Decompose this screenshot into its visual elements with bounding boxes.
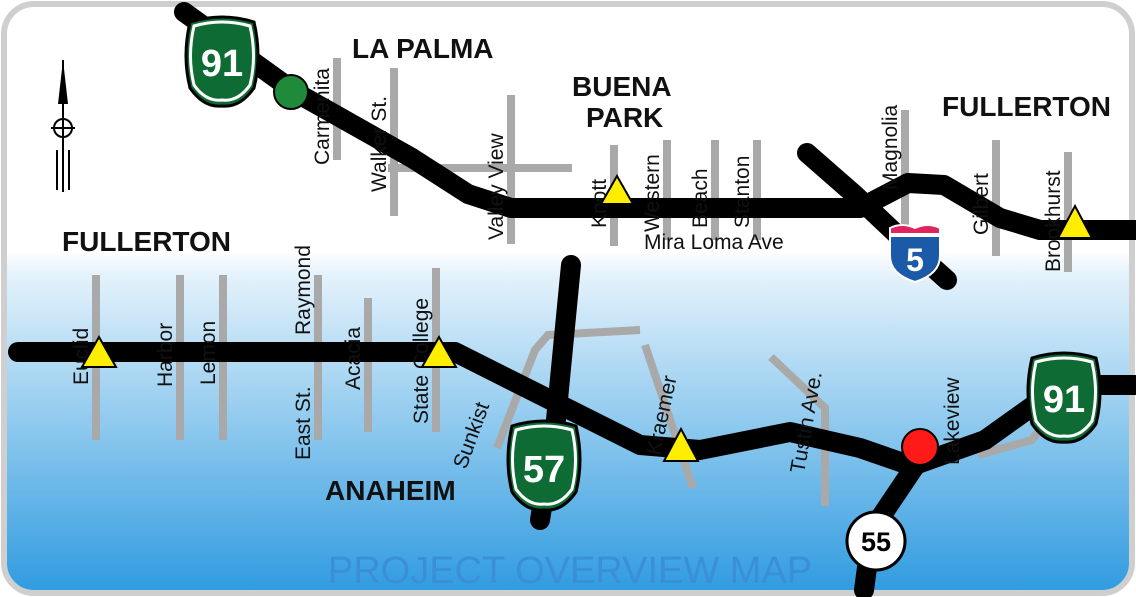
label-raymond: Raymond (292, 245, 315, 335)
i5-number: 5 (906, 242, 924, 278)
label-east-st: East St. (292, 386, 315, 460)
label-knott: Knott (588, 179, 611, 228)
marker-brookhurst-triangle (1056, 203, 1094, 239)
label-gilbert: Gilbert (970, 173, 993, 235)
label-western: Western (641, 154, 664, 232)
marker-knott-triangle (599, 173, 635, 205)
city-anaheim: ANAHEIM (325, 475, 456, 506)
freeway-sr91-south (8, 342, 1136, 476)
sr91-shield-icon: 91 (184, 15, 260, 108)
marker-euclid-triangle (80, 334, 118, 368)
marker-state-college-triangle (420, 334, 458, 368)
label-mira-loma: Mira Loma Ave (644, 231, 784, 254)
street-line-kraemer (641, 343, 697, 490)
map-title: PROJECT OVERVIEW MAP (328, 550, 812, 592)
sr91-right-number: 91 (1043, 379, 1085, 421)
sr91-top-number: 91 (201, 43, 243, 85)
label-carmenita: Carmenita (311, 68, 334, 165)
city-fullerton-top: FULLERTON (942, 91, 1111, 122)
project-markers (80, 74, 1094, 466)
city-buena-park-line1: BUENA (572, 71, 672, 102)
label-stanton: Stanton (731, 156, 754, 228)
label-acacia: Acacia (342, 327, 365, 390)
label-valley-view: Valley View (485, 133, 508, 240)
sr91-shield-icon: 91 (1026, 351, 1102, 444)
label-lemon: Lemon (197, 321, 220, 385)
sr57-shield-icon: 57 (506, 419, 582, 512)
north-arrow-icon (51, 60, 75, 192)
freeway-sr91-north (174, 2, 1136, 240)
street-line-sunkist (493, 326, 641, 450)
city-la-palma: LA PALMA (352, 33, 494, 64)
label-magnolia: Magnolia (879, 104, 902, 190)
label-lakeview: Lakeview (941, 377, 964, 465)
city-buena-park-line2: PARK (586, 102, 663, 133)
label-beach: Beach (689, 168, 712, 228)
street-line-tustin (768, 354, 829, 506)
label-walker: Walker St. (368, 96, 391, 192)
sr57-number: 57 (523, 449, 565, 491)
marker-lakeview-red-circle (901, 428, 939, 466)
sr55-shield-icon: 55 (845, 510, 907, 572)
sr55-number: 55 (861, 527, 891, 557)
label-state-college: State College (410, 298, 433, 424)
city-labels: LA PALMA BUENA PARK FULLERTON FULLERTON … (62, 33, 1111, 506)
city-fullerton-left: FULLERTON (62, 226, 231, 257)
label-brookhurst: Brookhurst (1042, 170, 1065, 272)
label-harbor: Harbor (154, 323, 177, 387)
marker-kraemer-triangle (662, 426, 700, 462)
marker-carmenita-green-circle (273, 74, 309, 110)
label-euclid: Euclid (70, 328, 93, 385)
i5-shield-icon: 5 (889, 224, 941, 284)
